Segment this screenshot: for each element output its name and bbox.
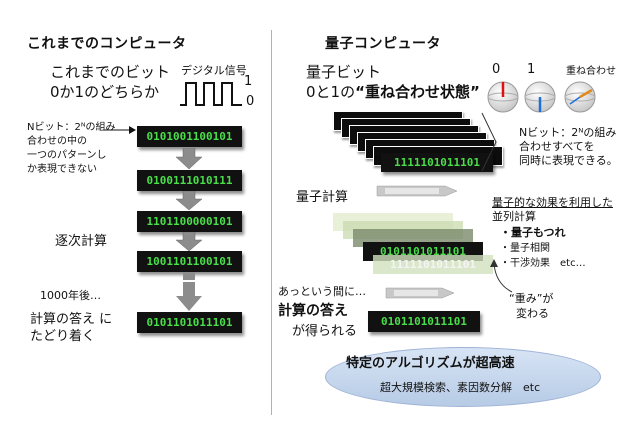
obtained-label: が得られる — [292, 324, 358, 339]
bit-string-1: 0101001100101 — [137, 126, 242, 147]
sphere-label-0: 0 — [492, 62, 501, 77]
process-arrow-icon — [376, 185, 458, 197]
signal-low-label: 0 — [246, 94, 255, 109]
process-arrow-icon — [385, 287, 455, 299]
effect-correlation: ・量子相関 — [500, 243, 550, 254]
sphere-label-1: 1 — [527, 62, 536, 77]
down-arrow-icon — [175, 191, 203, 211]
pointer-arrow-icon — [103, 126, 136, 134]
down-arrow-icon — [175, 232, 203, 252]
sequential-calc-label: 逐次計算 — [55, 234, 108, 249]
classical-bit-title: これまでのビット — [50, 63, 171, 81]
effect-interference: ・干渉効果 etc… — [500, 258, 586, 269]
curved-arrow-icon — [490, 259, 513, 293]
stacked-bit-string: 1111101011101 — [381, 153, 493, 172]
column-divider — [271, 30, 272, 415]
qubit-title: 量子ビット — [306, 63, 382, 81]
effects-subtitle: 並列計算 — [492, 210, 536, 223]
effect-entanglement: ・量子もつれ — [500, 226, 566, 239]
classical-nbit-text-2: 合わせの中の — [27, 136, 87, 147]
bracket-icon — [481, 112, 497, 172]
effects-title: 量子的な効果を利用した — [492, 196, 613, 209]
bloch-spheres-icon — [487, 81, 596, 113]
suddenly-label: あっという間に… — [278, 285, 366, 298]
weight-change-text-1: “重み”が — [509, 292, 554, 305]
algorithm-title: 特定のアルゴリズムが超高速 — [346, 356, 515, 371]
quantum-nbit-text-1: Nビット：2ᴺの組み — [519, 126, 617, 139]
long-down-arrow-icon — [176, 272, 202, 311]
quantum-nbit-text-2: 合わせすべてを — [519, 140, 595, 153]
signal-high-label: 1 — [244, 74, 253, 89]
classical-nbit-text-1: Nビット：2ᴺの組み — [27, 122, 116, 133]
qubit-subtitle-prefix: 0と1の — [306, 83, 356, 101]
quantum-answer-text: 計算の答え — [278, 303, 348, 319]
overlap-bit-string-2: 1111101011101 — [373, 255, 493, 274]
superposition-emphasis: “重ね合わせ状態” — [355, 83, 480, 101]
digital-signal-label: デジタル信号 — [181, 64, 247, 77]
bit-string-3: 1101100000101 — [137, 211, 242, 232]
classical-bit-subtitle: 0か1のどちらか — [50, 83, 160, 101]
weight-change-text-2: 変わる — [516, 307, 549, 320]
algorithm-examples: 超大規模検索、素因数分解 etc — [380, 381, 541, 394]
classical-answer-text-2: たどり着く — [30, 329, 96, 344]
quantum-nbit-text-3: 同時に表現できる。 — [519, 154, 618, 167]
bit-string-4: 1001101100101 — [137, 251, 242, 272]
qubit-subtitle: 0と1の“重ね合わせ状態” — [306, 82, 480, 103]
superposition-label: 重ね合わせ — [566, 66, 616, 77]
quantum-calc-label: 量子計算 — [296, 190, 349, 205]
bit-string-5: 0101101011101 — [137, 312, 242, 333]
classical-nbit-text-3: 一つのパターンし — [27, 150, 107, 161]
classical-nbit-text-4: か表現できない — [27, 164, 97, 175]
algorithm-highlight-ellipse — [325, 347, 601, 407]
thousand-years-label: 1000年後… — [40, 289, 101, 302]
right-title: 量子コンピュータ — [325, 36, 441, 52]
digital-signal-waveform — [180, 82, 242, 106]
left-title: これまでのコンピュータ — [27, 36, 187, 52]
quantum-result-bit-string: 0101101011101 — [368, 311, 480, 332]
down-arrow-icon — [175, 148, 203, 170]
bit-string-2: 0100111010111 — [137, 170, 242, 191]
classical-answer-text-1: 計算の答え に — [30, 312, 113, 327]
